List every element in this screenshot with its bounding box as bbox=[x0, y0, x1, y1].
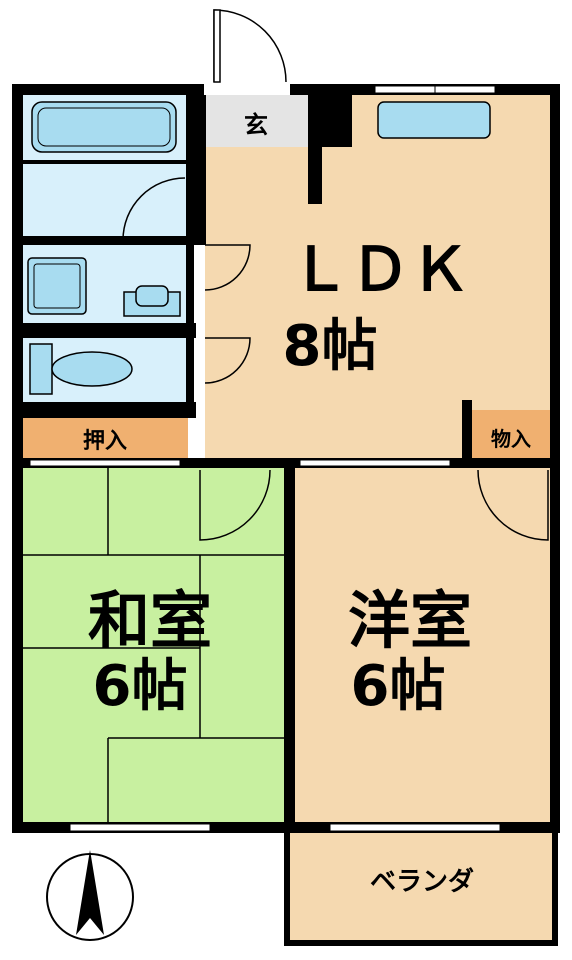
toilet-icon bbox=[29, 343, 133, 395]
oshiire-floor bbox=[20, 418, 188, 458]
veranda-label: ベランダ bbox=[370, 866, 474, 897]
windows bbox=[29, 85, 501, 832]
ldk-floor bbox=[205, 95, 550, 460]
kitchen-sink-icon bbox=[377, 101, 491, 139]
ldk-size: 8帖 bbox=[283, 314, 378, 379]
oshiire-label: 押入 bbox=[83, 428, 127, 454]
veranda-floor bbox=[290, 833, 552, 941]
door-swing-icon bbox=[122, 9, 549, 541]
monoire-label: 物入 bbox=[491, 427, 531, 451]
washitsu-name: 和室 bbox=[88, 584, 212, 657]
youshitsu-name: 洋室 bbox=[348, 584, 472, 657]
youshitsu-size: 6帖 bbox=[351, 654, 446, 719]
monoire-floor bbox=[472, 410, 550, 460]
genkan-label: 玄 bbox=[244, 111, 268, 139]
ldk-name: ＬＤＫ bbox=[290, 235, 470, 305]
tatami-lines bbox=[20, 468, 285, 822]
washitsu-size: 6帖 bbox=[93, 654, 188, 719]
washing-machine-icon bbox=[27, 257, 87, 315]
sink-icon bbox=[123, 285, 181, 317]
north-arrow-icon bbox=[46, 850, 134, 941]
bathtub-icon bbox=[31, 101, 177, 153]
